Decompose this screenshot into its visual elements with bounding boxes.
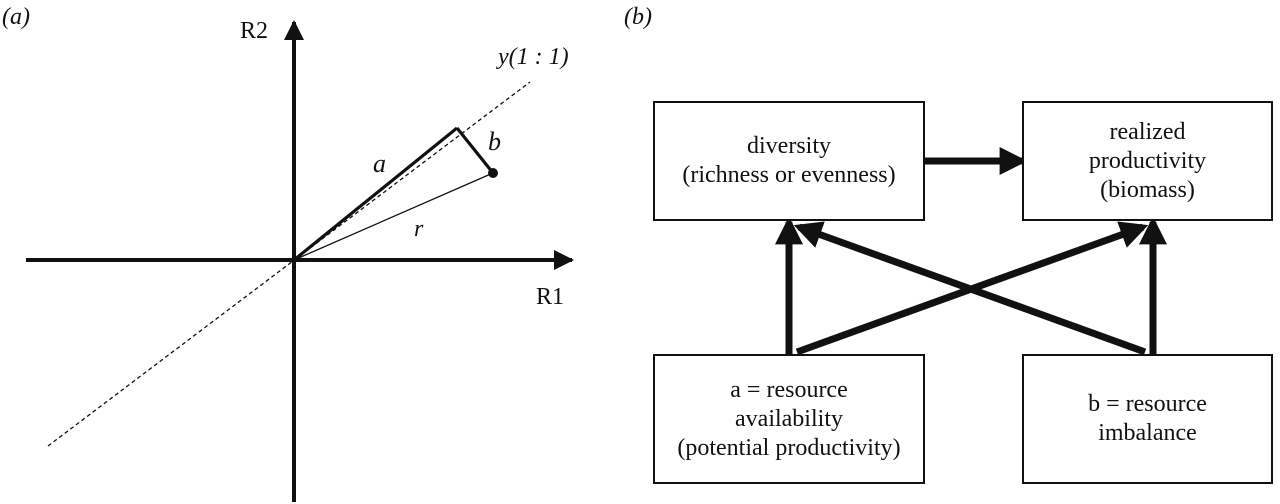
- resource-space-diagram: R2 R1 y(1 : 1) a b r: [26, 18, 574, 502]
- arrow-imbalance-to-diversity: [793, 221, 1147, 356]
- vector-b: [455, 127, 495, 174]
- vector-b-label: b: [488, 127, 501, 156]
- one-to-one-label: y(1 : 1): [496, 44, 569, 70]
- vector-a: [292, 126, 459, 262]
- vector-a-label: a: [373, 149, 386, 178]
- vector-r: [293, 172, 494, 261]
- x-axis-label: R1: [536, 284, 564, 310]
- diversity-line-2: (richness or evenness): [682, 162, 896, 188]
- resource-point: [488, 168, 498, 178]
- imbalance-line-2: imbalance: [1098, 420, 1197, 446]
- productivity-box: realized productivity (biomass): [1022, 101, 1273, 221]
- diversity-line-1: diversity: [747, 133, 831, 159]
- productivity-line-1: realized: [1109, 118, 1186, 145]
- imbalance-box: b = resource imbalance: [1022, 354, 1273, 484]
- imbalance-line-1: b = resource: [1088, 391, 1207, 417]
- panel-b-label: (b): [624, 4, 652, 30]
- availability-line-1: a = resource: [730, 376, 848, 403]
- one-to-one-line: [47, 81, 531, 447]
- productivity-line-3: (biomass): [1100, 176, 1195, 203]
- y-axis-label: R2: [240, 18, 268, 44]
- productivity-line-2: productivity: [1088, 147, 1207, 174]
- vector-r-label: r: [414, 216, 424, 242]
- availability-box: a = resource availability (potential pro…: [653, 354, 925, 484]
- panel-a-label: (a): [2, 4, 30, 30]
- diversity-box: diversity (richness or evenness): [653, 101, 925, 221]
- availability-line-3: (potential productivity): [677, 434, 901, 461]
- availability-line-2: availability: [735, 405, 843, 432]
